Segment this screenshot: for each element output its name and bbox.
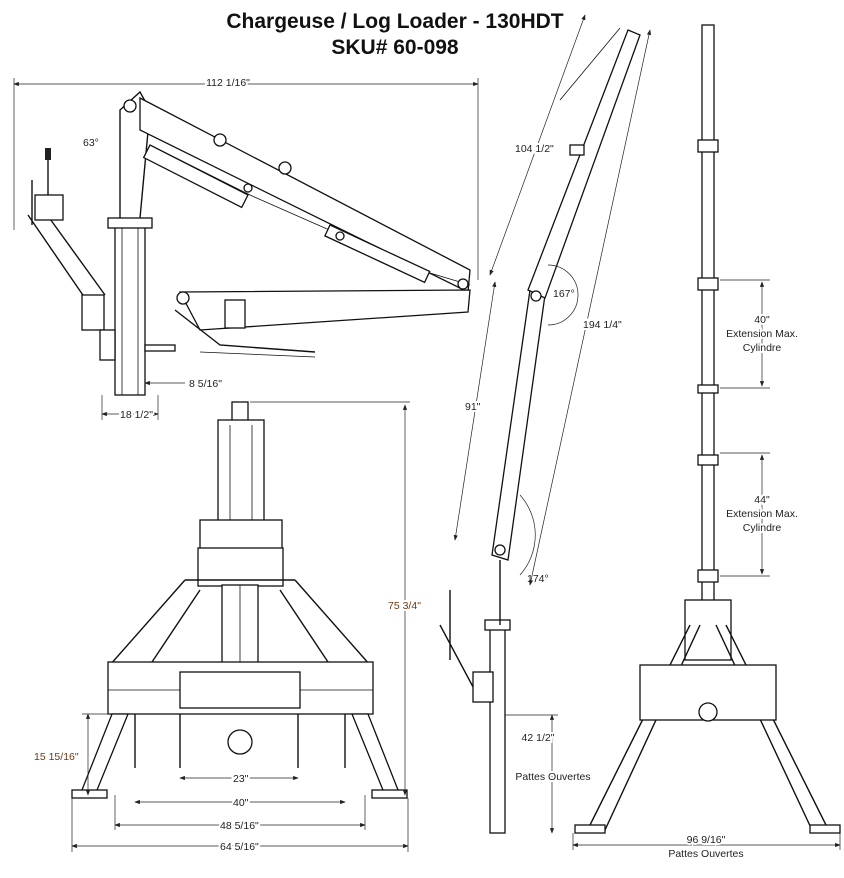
cylinder1-label1: Extension Max.	[726, 328, 798, 340]
legs-width-label: Pattes Ouvertes	[668, 848, 743, 860]
dim-cylinder2: 44"	[754, 494, 770, 506]
extended-view: 167° 174° 104 1/2" 91" 194 1/4" 42 1/2" …	[439, 14, 652, 834]
dim-front-height: 75 3/4"	[388, 600, 421, 612]
extended-mast	[489, 624, 506, 834]
dim-base-offset: 8 5/16"	[189, 378, 222, 390]
side-view: 112 1/16" 63° 8 5/16" 18 1/2	[13, 75, 479, 423]
cylinder2-label2: Cylindre	[743, 522, 782, 534]
dim-width-48: 48 5/16"	[220, 820, 259, 832]
lower-arm	[491, 289, 546, 561]
title-line2: SKU# 60-098	[331, 36, 459, 59]
upper-boom	[139, 96, 471, 294]
right-leg	[351, 713, 401, 796]
dim-boom-angle: 63°	[83, 137, 99, 149]
dim-leg-height: 15 15/16"	[34, 751, 79, 763]
dim-cylinder1: 40"	[754, 314, 770, 326]
legs-height-label: Pattes Ouvertes	[515, 771, 590, 783]
dim-upper-angle: 167°	[553, 288, 575, 300]
dim-upper-boom: 104 1/2"	[515, 143, 554, 155]
mast	[114, 224, 146, 396]
front-view: 75 3/4" 15 15/16" 23" 40" 48 5/16" 64 5/…	[34, 401, 423, 855]
dim-total-reach: 194 1/4"	[583, 319, 622, 331]
dim-base-width: 18 1/2"	[120, 409, 153, 421]
cylinder1-label2: Cylindre	[743, 342, 782, 354]
lower-boom	[178, 289, 471, 331]
dim-lower-boom: 91"	[465, 401, 481, 413]
dim-legs-width: 96 9/16"	[687, 834, 726, 846]
dim-width-inner: 23"	[233, 773, 249, 785]
dim-legs-height: 42 1/2"	[522, 732, 555, 744]
rear-view: 40" Extension Max. Cylindre 44" Extensio…	[572, 24, 841, 860]
upper-arm	[527, 29, 641, 299]
front-cylinder	[217, 419, 265, 526]
dim-width-overall: 64 5/16"	[220, 841, 259, 853]
title-line1: Chargeuse / Log Loader - 130HDT	[226, 10, 563, 33]
rear-mast	[701, 24, 715, 626]
left-leg	[79, 713, 129, 796]
cylinder2-label1: Extension Max.	[726, 508, 798, 520]
dim-width-40: 40"	[233, 797, 249, 809]
dim-overall-length: 112 1/16"	[206, 77, 250, 89]
